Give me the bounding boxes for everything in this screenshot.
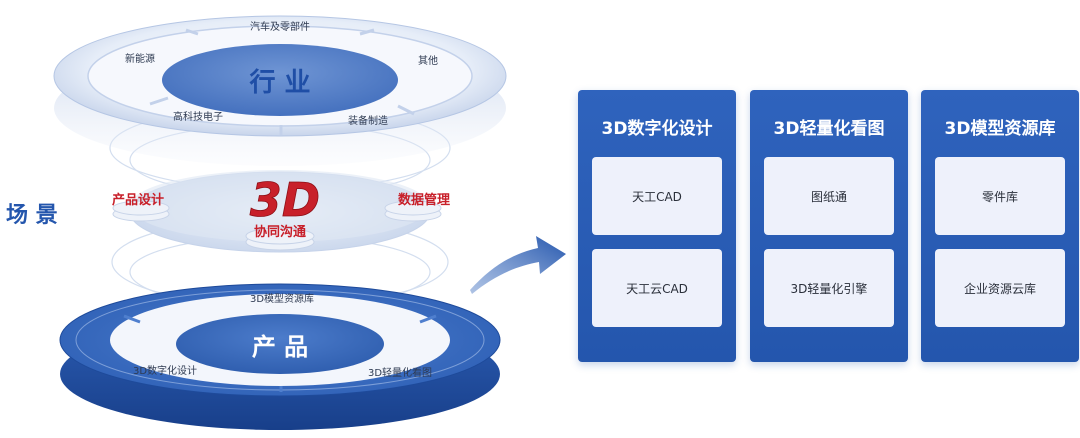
label-data-management: 数据管理 [398, 192, 450, 208]
logo-3d: 3D [250, 173, 320, 227]
product-center [176, 314, 384, 374]
card-item[interactable]: 天工云CAD [592, 249, 722, 327]
product-segment-viewer: 3D轻量化看图 [368, 366, 432, 379]
card-item[interactable]: 图纸通 [764, 157, 894, 235]
industry-disc: 行 业 汽车及零部件 其他 装备制造 高科技电子 新能源 [53, 15, 507, 166]
industry-segment-equipment: 装备制造 [348, 114, 388, 127]
card-digital-design: 3D数字化设计 天工CAD 天工云CAD [578, 90, 736, 362]
scene-label: 场 景 [6, 203, 58, 228]
product-center-label: 产 品 [252, 333, 308, 361]
industry-segment-auto: 汽车及零部件 [250, 20, 310, 33]
label-collaboration: 协同沟通 [254, 224, 306, 240]
card-item[interactable]: 3D轻量化引擎 [764, 249, 894, 327]
card-item[interactable]: 企业资源云库 [935, 249, 1065, 327]
card-title: 3D轻量化看图 [773, 119, 885, 139]
arrow-icon [470, 236, 566, 294]
industry-center [162, 44, 398, 116]
industry-center-label: 行 业 [248, 67, 310, 98]
industry-segment-new-energy: 新能源 [125, 52, 155, 65]
label-product-design: 产品设计 [112, 192, 164, 208]
card-model-library: 3D模型资源库 零件库 企业资源云库 [921, 90, 1079, 362]
product-segment-design: 3D数字化设计 [133, 364, 197, 377]
card-item[interactable]: 天工CAD [592, 157, 722, 235]
product-segment-model-library: 3D模型资源库 [250, 292, 314, 305]
industry-segment-other: 其他 [418, 54, 438, 67]
card-item[interactable]: 零件库 [935, 157, 1065, 235]
product-disc: 产 品 3D模型资源库 3D轻量化看图 3D数字化设计 [59, 283, 501, 430]
card-title: 3D模型资源库 [944, 119, 1056, 139]
middle-disc: 3D 产品设计 数据管理 协同沟通 [112, 170, 450, 253]
card-title: 3D数字化设计 [601, 119, 713, 139]
industry-segment-hightech: 高科技电子 [173, 110, 223, 123]
card-lightweight-viewer: 3D轻量化看图 图纸通 3D轻量化引擎 [750, 90, 908, 362]
